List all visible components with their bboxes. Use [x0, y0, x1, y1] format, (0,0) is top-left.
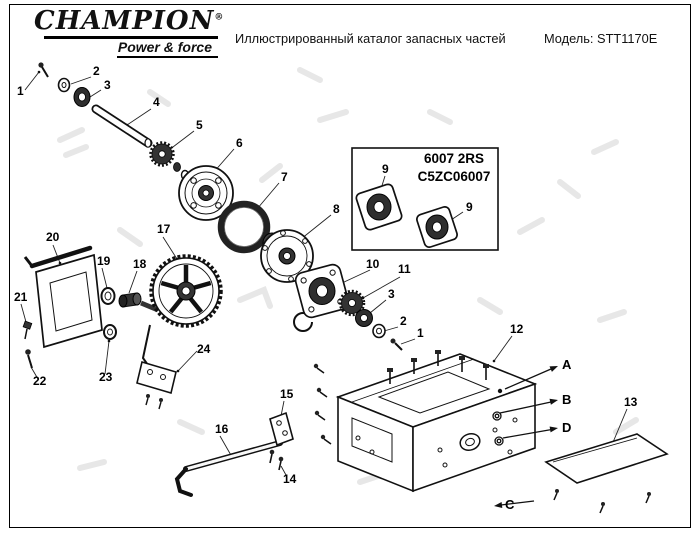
- leader-lines: [20, 70, 628, 476]
- part-label-6: 7: [281, 170, 288, 184]
- part-label-11: 11: [398, 262, 411, 276]
- part-label-23: 20: [46, 230, 60, 244]
- part-label-19: 16: [215, 422, 229, 436]
- part-label-8: 9: [382, 162, 389, 176]
- part-label-10: 10: [366, 257, 380, 271]
- part-label-25: 22: [33, 374, 47, 388]
- part-number-labels: 1 2 3 4 5 6 7 8 9 9 10 11 3 2 1 12 13 14…: [14, 64, 638, 486]
- part-label-0: 1: [17, 84, 24, 98]
- champion-logo: CHAMPION® Power & force: [34, 6, 223, 59]
- drive-shaft-4-drawing: [91, 104, 153, 148]
- bearing-3-drawing: [73, 87, 91, 107]
- bearing-flange-10-drawing: [294, 263, 350, 319]
- washer-2b-drawing: [372, 323, 386, 339]
- bolts-14-drawing: [269, 449, 284, 471]
- housing-12-drawing: [335, 350, 538, 493]
- pulley-6-drawing: [178, 165, 234, 221]
- part-label-4: 5: [196, 118, 203, 132]
- bracket-15-drawing: [269, 411, 294, 447]
- direction-label-d: D: [562, 420, 571, 435]
- part-label-27: 24: [197, 342, 211, 356]
- logo-rule-bottom: [116, 56, 218, 59]
- part-label-21: 18: [133, 257, 147, 271]
- part-label-12: 3: [388, 287, 395, 301]
- bolt-22-drawing: [25, 349, 33, 369]
- callout-part-code: C5ZC06007: [418, 169, 491, 184]
- washer-2-drawing: [57, 77, 71, 93]
- sprocket-11-drawing: [338, 289, 366, 317]
- direction-label-a: A: [562, 357, 572, 372]
- part-label-9: 9: [466, 200, 473, 214]
- ring-19-drawing: [100, 287, 116, 305]
- bolt-1b-drawing: [390, 338, 403, 351]
- flange-bearing-9-left-drawing: [355, 183, 403, 231]
- brand-name: CHAMPION®: [34, 6, 223, 36]
- logo-rule-top: [44, 36, 218, 39]
- direction-label-c: C: [505, 497, 515, 512]
- cover-13-drawing: [544, 433, 669, 514]
- part-label-20: 17: [157, 222, 171, 236]
- part-label-17: 14: [283, 472, 297, 486]
- part-label-1: 2: [93, 64, 100, 78]
- flange-bearing-9-right-drawing: [416, 206, 458, 248]
- part-label-18: 15: [280, 387, 294, 401]
- lever-16-drawing: [174, 440, 283, 497]
- part-label-22: 19: [97, 254, 111, 268]
- part-label-14: 1: [417, 326, 424, 340]
- part-label-3: 4: [153, 95, 160, 109]
- direction-arrows: [492, 366, 558, 508]
- direction-label-b: B: [562, 392, 571, 407]
- part-label-7: 8: [333, 202, 340, 216]
- frame-bracket-20-drawing: [23, 245, 103, 349]
- part-label-2: 3: [104, 78, 111, 92]
- linkage-24-drawing: [136, 324, 177, 410]
- housing-stud-bolts: [387, 350, 489, 384]
- bolt-1-drawing: [38, 62, 49, 78]
- catalog-title: Иллюстрированный каталог запасных частей: [235, 31, 506, 46]
- housing-side-screws: [313, 363, 332, 445]
- callout-box: 6007 2RS C5ZC06007: [351, 147, 499, 251]
- part-label-26: 23: [99, 370, 113, 384]
- bearing-3b-drawing: [355, 309, 373, 327]
- pinion-gear-5-drawing: [149, 141, 190, 181]
- part-label-24: 21: [14, 290, 28, 304]
- brand-tagline: Power & force: [117, 38, 212, 55]
- part-label-15: 12: [510, 322, 524, 336]
- snap-ring-drawing: [293, 312, 313, 332]
- disc-8-drawing: [260, 229, 314, 283]
- part-label-13: 2: [400, 314, 407, 328]
- part-label-16: 13: [624, 395, 638, 409]
- direction-letter-labels: A B C D: [505, 357, 572, 512]
- callout-bearing-code: 6007 2RS: [424, 151, 484, 166]
- registered-mark: ®: [214, 12, 224, 23]
- part-label-5: 6: [236, 136, 243, 150]
- ring-23-drawing: [103, 324, 117, 340]
- brand-text: CHAMPION: [34, 6, 215, 36]
- ring-7-drawing: [217, 200, 271, 254]
- page-border: [9, 4, 691, 528]
- gear-17-drawing: [149, 254, 223, 328]
- model-label: Модель: STT1170E: [544, 31, 658, 46]
- nut-21-drawing: [22, 320, 33, 340]
- bushing-18-drawing: [118, 292, 159, 313]
